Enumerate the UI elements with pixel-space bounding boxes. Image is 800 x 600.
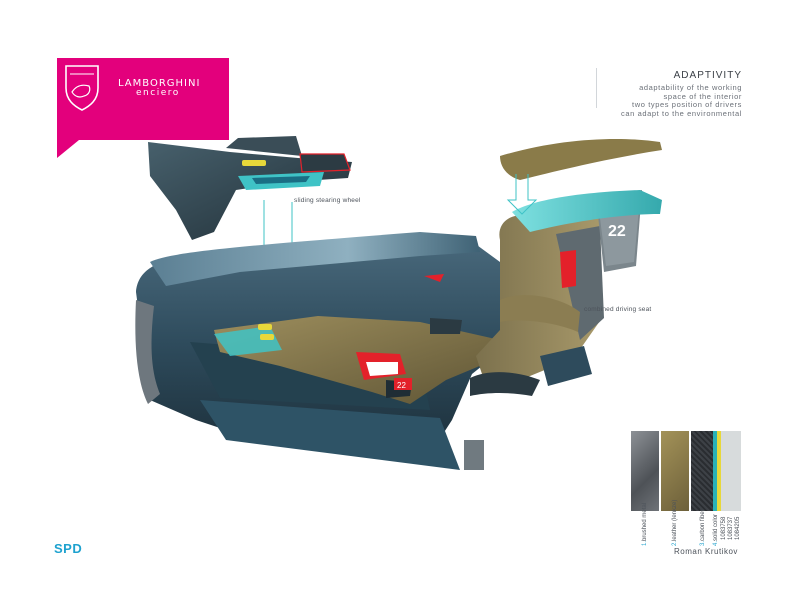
lamborghini-crest-icon xyxy=(65,65,99,111)
material-label: 3.carbon fiber xyxy=(700,509,706,546)
footer-logo: SPD xyxy=(54,541,83,556)
page-description: adaptability of the working space of the… xyxy=(621,83,742,118)
material-swatch-yellow xyxy=(717,431,721,511)
brand-flag-shape xyxy=(57,58,229,158)
callout-seat: combined driving seat xyxy=(584,306,652,313)
material-code: 1083737 xyxy=(728,516,734,540)
material-code: 1084205 xyxy=(735,516,741,540)
material-code: 1083758 xyxy=(721,516,727,540)
header-divider xyxy=(596,68,597,108)
dash-number: 22 xyxy=(397,381,406,390)
material-swatch-teal xyxy=(713,431,717,511)
material-label: 4.solid color xyxy=(713,513,719,546)
dash-number-badge xyxy=(394,378,412,390)
driving-seat xyxy=(470,210,604,396)
material-swatch-light xyxy=(721,431,741,511)
callout-steering: sliding stearing wheel xyxy=(294,197,361,204)
brand-flag xyxy=(57,58,229,158)
material-swatch-metal xyxy=(631,431,659,511)
page-title: ADAPTIVITY xyxy=(673,70,742,81)
description-line: two types position of drivers xyxy=(632,100,742,110)
author-name: Roman Krutikov xyxy=(674,547,738,556)
upper-panel xyxy=(500,138,662,180)
brand-model: enciero xyxy=(136,88,180,98)
steering-pod xyxy=(148,136,352,240)
description-line: adaptability of the working xyxy=(639,83,742,92)
seat-guide-arrow xyxy=(506,174,538,215)
brand-name: LAMBORGHINI xyxy=(118,78,201,89)
material-label: 1.brushed metal xyxy=(642,502,648,546)
description-line: space of the interior xyxy=(663,91,742,101)
seat-number: 22 xyxy=(608,223,626,240)
material-label: 2.leather (lenkze) xyxy=(672,499,678,546)
material-swatch-carbon xyxy=(691,431,713,511)
material-swatch-leather xyxy=(661,431,689,511)
description-line: can adapt to the environmental xyxy=(621,108,742,118)
seat-back-cap xyxy=(512,190,662,232)
